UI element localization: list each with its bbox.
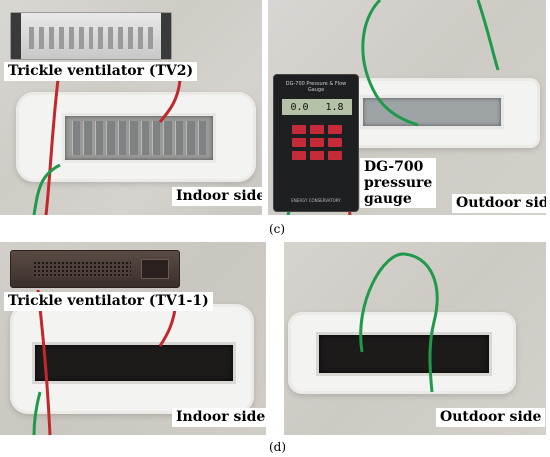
gauge-keypad bbox=[292, 125, 342, 160]
label-device-tv1-1: Trickle ventilator (TV1-1) bbox=[4, 292, 213, 311]
caption-c: (c) bbox=[269, 222, 286, 236]
vent-slot bbox=[316, 332, 492, 376]
label-device-tv2: Trickle ventilator (TV2) bbox=[4, 62, 198, 81]
label-dg700-gauge: DG-700 pressure gauge bbox=[360, 158, 437, 208]
gauge-display: 0.0 1.8 bbox=[282, 99, 352, 115]
photo-d-outdoor: Outdoor side bbox=[284, 242, 546, 435]
gauge-title: DG-700 Pressure & Flow Gauge bbox=[285, 81, 347, 93]
label-outdoor-side: Outdoor side bbox=[452, 194, 546, 213]
gauge-readout-a: 0.0 bbox=[290, 101, 309, 113]
gauge-brand: ENERGY CONSERVATORY bbox=[291, 198, 341, 203]
vent-slot bbox=[62, 113, 216, 163]
label-indoor-side: Indoor side bbox=[172, 408, 266, 427]
trickle-ventilator-tv2 bbox=[10, 12, 172, 60]
photo-c-outdoor: DG-700 Pressure & Flow Gauge 0.0 1.8 ENE… bbox=[268, 0, 546, 215]
vent-slot bbox=[32, 342, 236, 384]
photo-c-indoor: Trickle ventilator (TV2) Indoor side bbox=[0, 0, 262, 215]
trickle-ventilator-tv1-1 bbox=[10, 250, 180, 288]
dg700-gauge: DG-700 Pressure & Flow Gauge 0.0 1.8 ENE… bbox=[273, 74, 359, 212]
label-indoor-side: Indoor side bbox=[172, 187, 262, 206]
photo-d-indoor: Trickle ventilator (TV1-1) Indoor side bbox=[0, 242, 266, 435]
label-outdoor-side: Outdoor side bbox=[436, 408, 546, 427]
vent-slot bbox=[360, 95, 504, 129]
gauge-readout-b: 1.8 bbox=[325, 101, 344, 113]
caption-d: (d) bbox=[269, 440, 287, 454]
vent-grille bbox=[69, 118, 209, 158]
